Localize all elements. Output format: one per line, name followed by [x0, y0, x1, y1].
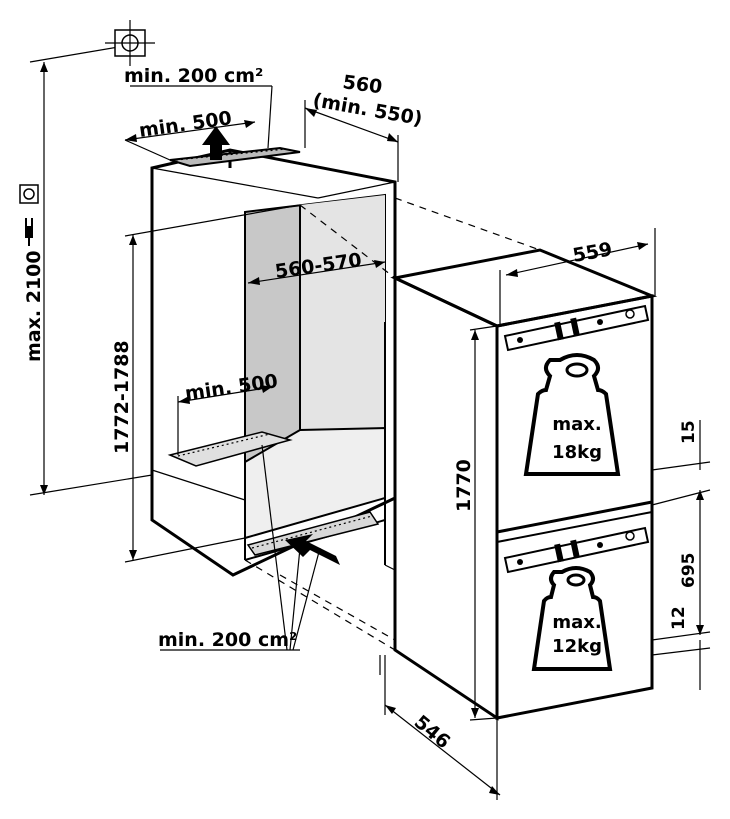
- top-vent: [169, 146, 301, 168]
- max-height-label: max. 2100: [23, 250, 45, 362]
- dim-15-label: 15: [679, 420, 699, 444]
- appliance-width-label: 559: [571, 238, 614, 267]
- niche-height-label: 1772-1788: [111, 340, 133, 454]
- top-vent-area-label: min. 200 cm²: [124, 65, 263, 87]
- dimension-lines: [29, 44, 711, 800]
- appliance-depth-label: 546: [410, 711, 455, 753]
- lower-weight-icon: max. 12kg: [531, 566, 613, 671]
- niche-depth-label: 560: [341, 71, 383, 98]
- niche: [150, 148, 397, 577]
- lower-weight-line1: max.: [552, 612, 601, 633]
- projection-lines: [244, 197, 541, 651]
- ventilation-symbol-icon: [105, 20, 155, 66]
- top-vent-arrow: [202, 126, 230, 160]
- socket-icon: [19, 184, 39, 204]
- plug-icon: [25, 218, 33, 246]
- upper-weight-line2: 18kg: [552, 442, 602, 463]
- niche-side-wall: [300, 195, 385, 430]
- bottom-vents: [167, 431, 380, 556]
- dim-695-label: 695: [679, 553, 699, 589]
- appliance-height-label: 1770: [453, 459, 475, 512]
- lower-weight-line2: 12kg: [552, 636, 602, 657]
- dim-12-label: 12: [669, 606, 689, 630]
- bottom-vent-area-label: min. 200 cm²: [158, 629, 297, 651]
- upper-weight-line1: max.: [552, 414, 601, 435]
- bottom-vent-arrow: [285, 534, 340, 565]
- upper-weight-icon: max. 18kg: [523, 353, 621, 476]
- lower-control-strip: [503, 526, 650, 574]
- upper-control-strip: [503, 304, 650, 352]
